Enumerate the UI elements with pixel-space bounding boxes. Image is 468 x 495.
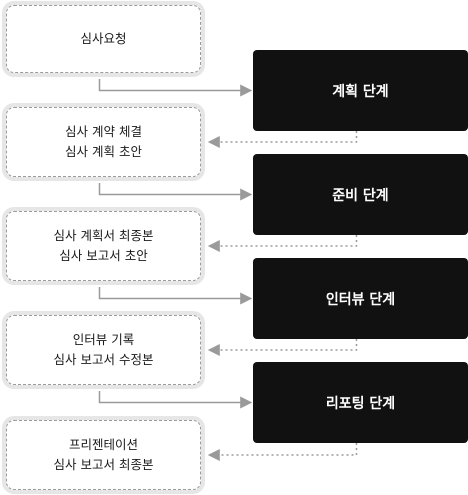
stage-box-reporting: 리포팅 단계 xyxy=(253,362,468,443)
stage-label: 준비 단계 xyxy=(332,187,389,204)
deliverable-box-request: 심사요청 xyxy=(6,5,201,73)
deliverable-box-interview: 인터뷰 기록 심사 보고서 수정본 xyxy=(6,315,201,385)
return-arrow xyxy=(207,235,358,252)
deliverable-line: 심사요청 xyxy=(80,31,127,46)
return-arrow xyxy=(207,443,358,461)
deliverable-line: 심사 계획 초안 xyxy=(65,144,142,159)
flow-arrow xyxy=(98,183,253,201)
deliverable-box-preparation: 심사 계획서 최종본 심사 보고서 초안 xyxy=(6,211,201,281)
stage-box-preparation: 준비 단계 xyxy=(253,154,468,235)
deliverable-line: 심사 보고서 최종본 xyxy=(53,457,154,472)
deliverable-line: 프리젠테이션 xyxy=(68,437,138,452)
return-arrow xyxy=(207,339,358,356)
stage-box-interview: 인터뷰 단계 xyxy=(253,258,468,339)
deliverable-box-planning: 심사 계약 체결 심사 계획 초안 xyxy=(6,107,201,177)
flow-arrow xyxy=(98,287,253,305)
stage-label: 계획 단계 xyxy=(332,83,389,100)
flow-arrow xyxy=(98,391,253,409)
stage-label: 리포팅 단계 xyxy=(325,395,396,412)
deliverable-line: 심사 보고서 수정본 xyxy=(53,352,154,367)
deliverable-line: 인터뷰 기록 xyxy=(72,332,135,347)
deliverable-line: 심사 계획서 최종본 xyxy=(53,228,154,243)
return-arrow xyxy=(207,131,358,148)
deliverable-line: 심사 계약 체결 xyxy=(65,124,142,139)
stage-box-planning: 계획 단계 xyxy=(253,50,468,131)
deliverable-box-reporting: 프리젠테이션 심사 보고서 최종본 xyxy=(6,420,201,490)
stage-label: 인터뷰 단계 xyxy=(325,291,396,308)
deliverable-line: 심사 보고서 초안 xyxy=(59,248,148,263)
flow-arrow xyxy=(98,79,253,97)
